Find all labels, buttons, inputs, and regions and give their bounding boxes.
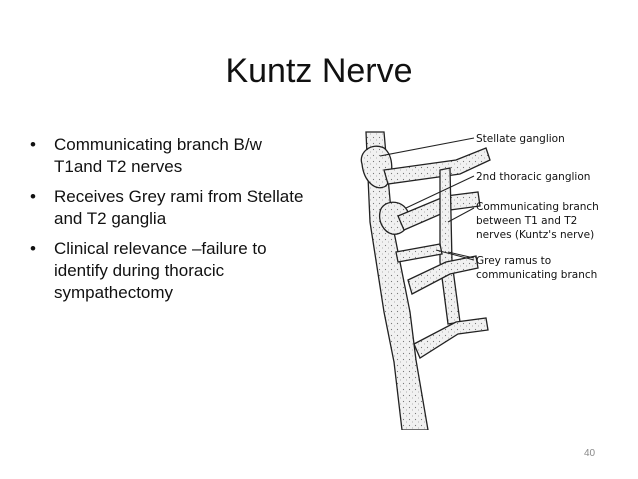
- label-pointers: [379, 137, 475, 261]
- lower-ramus: [407, 255, 479, 295]
- bullet-text: Receives Grey rami from Stellate and T2 …: [54, 187, 304, 228]
- stellate-ganglion: [360, 145, 393, 189]
- lower-branch: [413, 317, 489, 359]
- bullet-list: • Communicating branch B/w T1and T2 nerve…: [30, 134, 310, 312]
- t1-nerve: [383, 147, 491, 185]
- bullet-text: Communicating branch B/w T1and T2 nerves: [54, 135, 262, 176]
- grey-ramus: [395, 243, 443, 263]
- bullet-item: • Receives Grey rami from Stellate and T2…: [30, 186, 310, 230]
- diagram-svg: Stellate ganglion 2nd thoracic ganglion …: [360, 131, 599, 430]
- sympathetic-trunk: [365, 131, 429, 430]
- bullet-icon: •: [30, 187, 36, 206]
- label-stellate-ganglion: Stellate ganglion: [476, 133, 565, 145]
- slide-title: Kuntz Nerve: [225, 52, 413, 90]
- label-communicating-branch-line3: nerves (Kuntz's nerve): [476, 229, 594, 241]
- kuntz-nerve-branch: [439, 167, 461, 325]
- bullet-icon: •: [30, 239, 36, 258]
- page-number: 40: [584, 448, 596, 459]
- anatomy-diagram: Stellate ganglion 2nd thoracic ganglion …: [336, 112, 610, 430]
- label-communicating-branch-line1: Communicating branch: [476, 201, 599, 213]
- bullet-text: Clinical relevance –failure to identify …: [54, 239, 267, 302]
- bullet-icon: •: [30, 135, 36, 154]
- label-grey-ramus-line1: Grey ramus to: [476, 255, 551, 267]
- label-second-thoracic-ganglion: 2nd thoracic ganglion: [476, 171, 590, 183]
- label-grey-ramus-line2: communicating branch: [476, 269, 597, 281]
- bullet-item: • Clinical relevance –failure to identify…: [30, 238, 310, 304]
- bullet-item: • Communicating branch B/w T1and T2 nerve…: [30, 134, 310, 178]
- label-communicating-branch-line2: between T1 and T2: [476, 215, 577, 227]
